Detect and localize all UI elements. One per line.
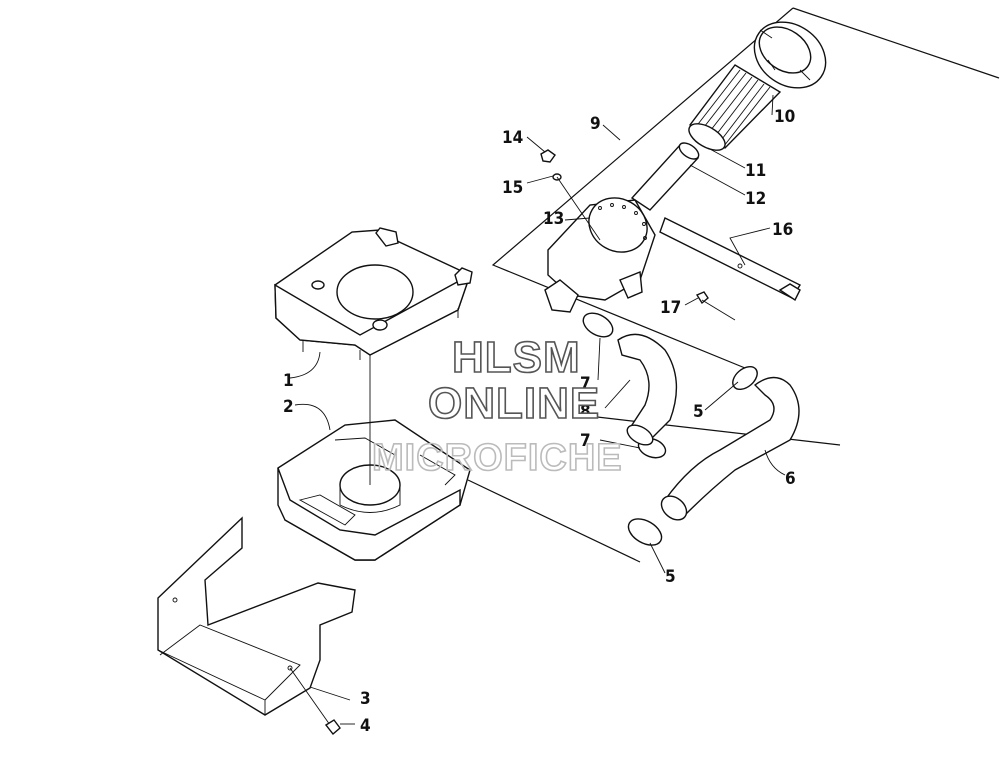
part-14-bolt[interactable] — [540, 149, 556, 163]
callout-15: 15 — [502, 178, 523, 198]
leader-15-housing — [556, 176, 601, 241]
callout-8: 8 — [580, 402, 591, 422]
callout-5-upper: 5 — [693, 402, 704, 422]
watermark-line-3: MICROFICHE — [372, 437, 623, 479]
callout-7-upper: 7 — [580, 374, 591, 394]
part-5-clamp-lower[interactable] — [624, 513, 666, 550]
part-11-filter-element[interactable] — [685, 64, 782, 156]
callout-14: 14 — [502, 128, 523, 148]
callout-3: 3 — [360, 689, 371, 709]
assembly-9-outline — [467, 7, 1000, 563]
callout-10: 10 — [774, 107, 795, 127]
part-7-clamp-upper[interactable] — [579, 308, 617, 341]
callout-9: 9 — [590, 114, 601, 134]
callout-16: 16 — [772, 220, 793, 240]
part-17-screw[interactable] — [695, 291, 736, 321]
callout-2: 2 — [283, 397, 294, 417]
part-4-screw[interactable] — [324, 719, 341, 736]
callout-11: 11 — [745, 161, 766, 181]
callout-5-lower: 5 — [665, 567, 676, 587]
callout-7-lower: 7 — [580, 431, 591, 451]
part-12-tube[interactable] — [630, 140, 701, 211]
part-6-intake-hose[interactable] — [657, 376, 800, 525]
part-16-bracket-plate[interactable] — [659, 217, 801, 302]
part-1-airbox-cover[interactable] — [274, 227, 473, 360]
part-2-airbox-base[interactable] — [277, 355, 471, 561]
part-3-bracket[interactable] — [157, 516, 356, 726]
callout-17: 17 — [660, 298, 681, 318]
part-10-filter-cap[interactable] — [742, 9, 839, 102]
callout-6: 6 — [785, 469, 796, 489]
callout-4: 4 — [360, 716, 371, 736]
callout-13: 13 — [543, 209, 564, 229]
watermark-line-1: HLSM — [452, 333, 581, 382]
callout-1: 1 — [283, 371, 294, 391]
callout-leaders — [289, 94, 786, 725]
part-8-elbow-duct[interactable] — [617, 333, 678, 449]
part-5-clamp-upper[interactable] — [728, 362, 761, 394]
part-13-filter-housing[interactable] — [544, 187, 657, 313]
watermark-line-2: ONLINE — [428, 379, 600, 428]
callout-12: 12 — [745, 189, 766, 209]
